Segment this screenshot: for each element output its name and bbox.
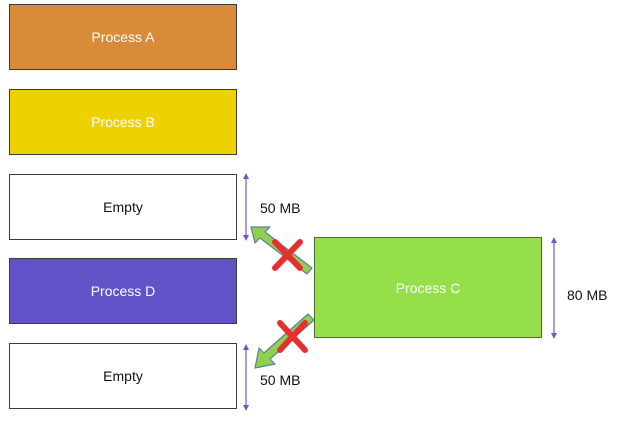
empty-block-bottom: Empty <box>9 343 237 409</box>
process-c-block: Process C <box>314 237 542 338</box>
empty-top-label: Empty <box>103 199 143 215</box>
process-a-block: Process A <box>9 4 237 70</box>
process-b-label: Process B <box>91 114 155 130</box>
size-label-process-c: 80 MB <box>567 287 608 303</box>
process-d-block: Process D <box>9 258 237 324</box>
process-a-label: Process A <box>91 29 155 45</box>
empty-bottom-label: Empty <box>103 368 143 384</box>
size-label-top-gap: 50 MB <box>260 200 301 216</box>
empty-block-top: Empty <box>9 174 237 240</box>
process-d-label: Process D <box>90 283 156 299</box>
size-label-bottom-gap: 50 MB <box>260 372 301 388</box>
process-b-block: Process B <box>9 89 237 155</box>
cross-top-icon <box>272 239 303 271</box>
cross-bottom-icon <box>277 320 308 353</box>
process-c-label: Process C <box>395 279 461 296</box>
